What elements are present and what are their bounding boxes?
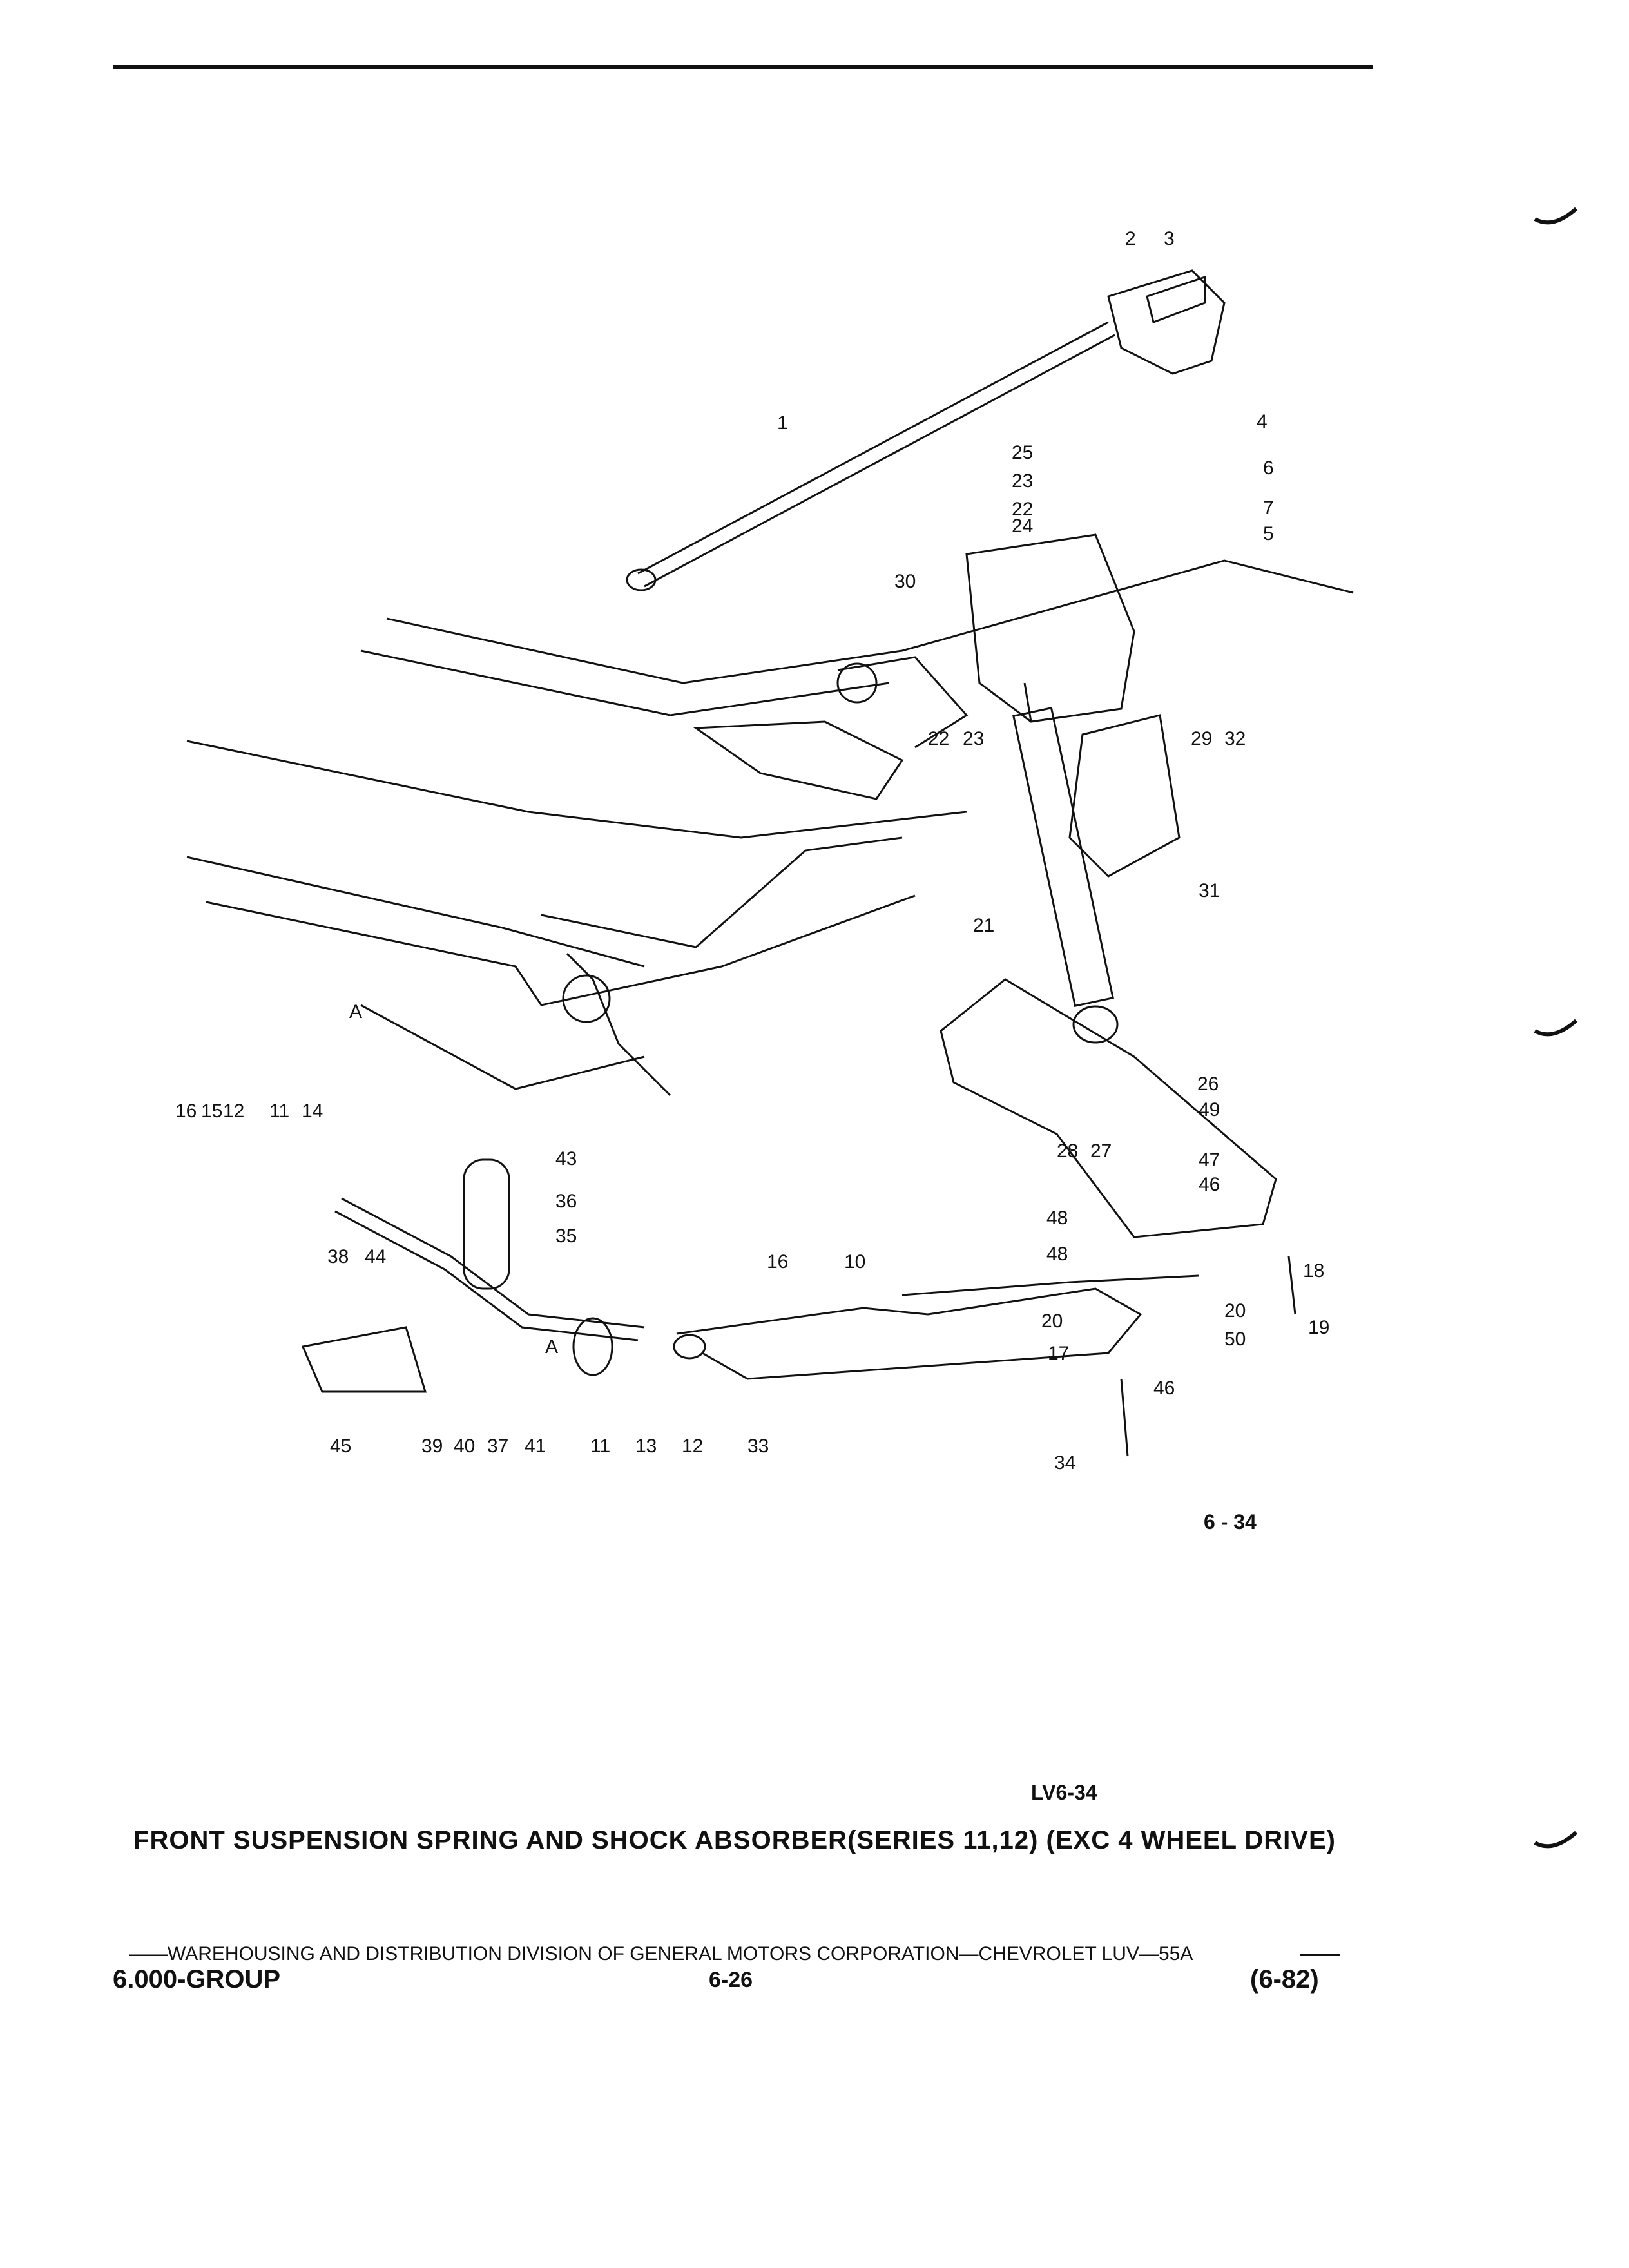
binder-hole-mark bbox=[1534, 207, 1577, 225]
callout-label: 37 bbox=[487, 1436, 508, 1457]
footer-dash bbox=[1300, 1954, 1340, 1956]
callout-label: 46 bbox=[1153, 1378, 1175, 1399]
callout-label: 3 bbox=[1164, 228, 1175, 249]
callout-label: 18 bbox=[1303, 1260, 1324, 1282]
callout-label: 29 bbox=[1191, 728, 1212, 749]
callout-label: 11 bbox=[590, 1436, 610, 1457]
callout-label: 22 bbox=[928, 728, 949, 749]
footer-page-number: 6-26 bbox=[709, 1968, 753, 1992]
footer-group: 6.000-GROUP bbox=[113, 1965, 281, 1994]
footer-date: (6-82) bbox=[1250, 1965, 1319, 1994]
callout-label: 17 bbox=[1048, 1343, 1069, 1364]
callout-label: A bbox=[349, 1001, 362, 1023]
callout-label: 45 bbox=[330, 1436, 351, 1457]
callout-label: A bbox=[545, 1336, 558, 1358]
callout-label: 10 bbox=[844, 1251, 865, 1273]
callout-label: 19 bbox=[1308, 1317, 1329, 1338]
callout-label: 28 bbox=[1057, 1140, 1078, 1162]
page-title: FRONT SUSPENSION SPRING AND SHOCK ABSORB… bbox=[133, 1826, 1336, 1854]
callout-label: 25 bbox=[1012, 442, 1033, 463]
callout-label: 35 bbox=[555, 1225, 577, 1247]
callout-label: 15 bbox=[201, 1100, 222, 1122]
plate-code: LV6-34 bbox=[1031, 1781, 1097, 1804]
callout-label: 33 bbox=[747, 1436, 769, 1457]
callout-label: 47 bbox=[1199, 1149, 1220, 1171]
callout-label: 26 bbox=[1197, 1073, 1219, 1095]
binder-hole-mark bbox=[1534, 1831, 1577, 1849]
callout-label: 31 bbox=[1199, 880, 1220, 901]
callout-label: 14 bbox=[302, 1100, 323, 1122]
callout-label: 48 bbox=[1046, 1207, 1068, 1229]
callout-label: 21 bbox=[973, 915, 994, 936]
callout-label: 49 bbox=[1199, 1099, 1220, 1120]
callout-label: 23 bbox=[963, 728, 984, 749]
callout-label: 16 bbox=[767, 1251, 788, 1273]
callout-label: 27 bbox=[1090, 1140, 1112, 1162]
callout-label: 48 bbox=[1046, 1244, 1068, 1265]
callout-label: 22 bbox=[1012, 499, 1033, 520]
callout-label: 1 bbox=[777, 412, 788, 434]
callout-label: 44 bbox=[365, 1246, 386, 1267]
callout-label: 23 bbox=[1012, 470, 1033, 492]
stabilizer-bar-drawing bbox=[301, 1158, 1296, 1457]
callout-label: 50 bbox=[1224, 1329, 1246, 1350]
axle-shaft-drawing bbox=[626, 269, 1226, 591]
callout-label: 46 bbox=[1199, 1174, 1220, 1195]
shock-absorber-drawing bbox=[1012, 682, 1119, 1044]
callout-label: 30 bbox=[894, 571, 916, 592]
header-rule bbox=[113, 65, 1373, 69]
callout-label: 12 bbox=[223, 1100, 244, 1122]
callout-label: 40 bbox=[454, 1436, 475, 1457]
figure-number: 6 - 34 bbox=[1204, 1510, 1257, 1533]
callout-label: 12 bbox=[682, 1436, 703, 1457]
binder-hole-mark bbox=[1534, 1019, 1577, 1037]
callout-label: 13 bbox=[635, 1436, 657, 1457]
footer-division-line: ——WAREHOUSING AND DISTRIBUTION DIVISION … bbox=[129, 1943, 1193, 1965]
exploded-parts-diagram: 1 2 3 4 6 7 5 25 23 22 24 30 22 23 29 32… bbox=[175, 228, 1354, 1474]
callout-label: 16 bbox=[175, 1100, 197, 1122]
callout-label: 5 bbox=[1263, 523, 1274, 544]
callout-label: 20 bbox=[1224, 1300, 1246, 1321]
callout-label: 24 bbox=[1012, 515, 1033, 537]
callout-label: 4 bbox=[1257, 411, 1268, 432]
callout-label: 2 bbox=[1125, 228, 1136, 249]
callout-label: 38 bbox=[327, 1246, 349, 1267]
callout-label: 32 bbox=[1224, 728, 1246, 749]
part-callouts: 1 2 3 4 6 7 5 25 23 22 24 30 22 23 29 32… bbox=[175, 228, 1329, 1474]
callout-label: 6 bbox=[1263, 457, 1274, 479]
frame-drawing bbox=[186, 533, 1354, 1238]
callout-label: 41 bbox=[525, 1436, 546, 1457]
callout-label: 34 bbox=[1054, 1452, 1075, 1474]
callout-label: 43 bbox=[555, 1148, 577, 1169]
callout-label: 7 bbox=[1263, 497, 1274, 519]
callout-label: 11 bbox=[269, 1100, 289, 1122]
callout-label: 36 bbox=[555, 1191, 577, 1212]
callout-label: 39 bbox=[421, 1436, 443, 1457]
callout-label: 20 bbox=[1041, 1311, 1063, 1332]
